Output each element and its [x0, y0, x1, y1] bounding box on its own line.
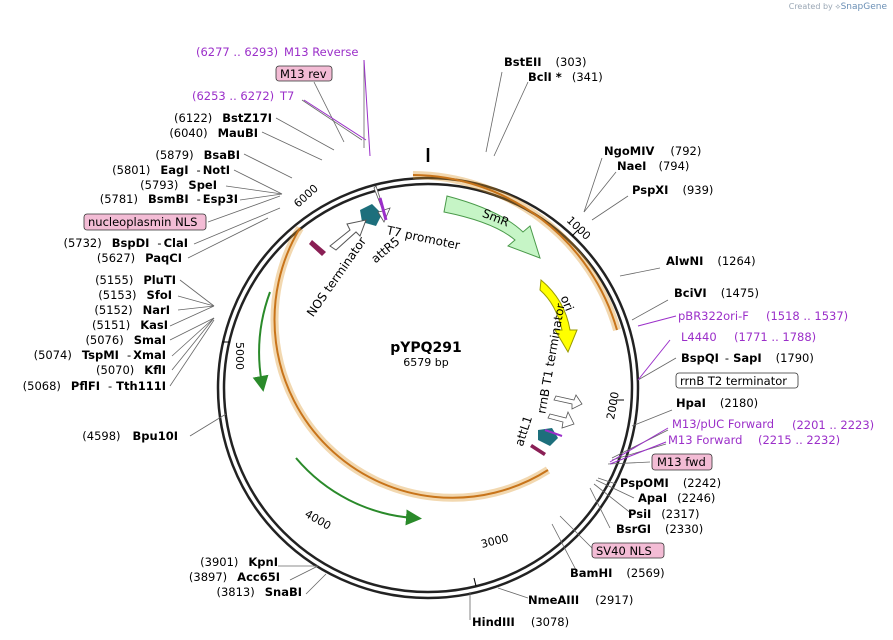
site-kasi: (5151)KasI: [92, 318, 168, 332]
site-psii: PsiI(2317): [628, 507, 700, 521]
orf-arc-bottom-line: [273, 227, 549, 499]
site-naei: NaeI(794): [617, 159, 689, 173]
site-pluti: (5155)PluTI: [95, 273, 176, 287]
site-nmeaiii: NmeAIII(2917): [528, 593, 633, 607]
nos-terminator-arrow: [329, 219, 367, 251]
site-kpni: (3901)KpnI: [200, 555, 278, 569]
credit-prefix: Created by: [788, 2, 833, 11]
nls-marker-right: [530, 444, 546, 456]
ori-label: ori: [558, 293, 577, 313]
primer-m13forward-name: M13 Forward: [668, 433, 742, 447]
site-bsteii: BstEII(303): [504, 55, 586, 69]
site-spei: (5793)SpeI: [140, 178, 217, 192]
tick-2000: 2000: [604, 391, 622, 421]
primer-t7-range: (6253 .. 6272): [192, 89, 274, 103]
ori-arrow: [539, 279, 578, 354]
site-nari: (5152)NarI: [94, 303, 170, 317]
site-pflfi-tth111i: (5068)PflFI-Tth111I: [23, 379, 166, 393]
site-bamhi: BamHI(2569): [570, 566, 665, 580]
tick-4000: 4000: [303, 507, 334, 532]
site-kfli: (5070)KflI: [96, 363, 166, 377]
primer-m13-reverse-range: (6277 .. 6293): [196, 45, 278, 59]
sv40-nls-box: [591, 542, 665, 559]
backbone-inner: [222, 182, 634, 594]
sv40-nls-label: SV40 NLS: [596, 544, 652, 558]
leader-lines: [169, 60, 798, 620]
site-smai: (5076)SmaI: [85, 333, 166, 347]
primer-t7-name: T7: [279, 89, 294, 103]
site-bstz17i: (6122)BstZ17I: [174, 111, 272, 125]
terminator-arrow-2: [547, 410, 575, 429]
site-bsmbi-esp3i: (5781)BsmBI-Esp3I: [100, 192, 238, 206]
nucleoplasmin-nls-box: [83, 213, 207, 231]
site-sfoi: (5153)SfoI: [98, 288, 172, 302]
purple-mark-top: [378, 197, 388, 221]
site-maubi: (6040)MauBI: [169, 126, 258, 140]
backbone-outer: [216, 176, 640, 600]
orf-arc-top: [412, 171, 621, 332]
green-arc-bottom: [295, 457, 422, 526]
site-hpai: HpaI(2180): [676, 396, 758, 410]
m13-rev-label: M13 rev: [280, 67, 327, 81]
site-bcli: BclI *(341): [528, 70, 603, 84]
site-hindiii: HindIII(3078): [472, 615, 569, 629]
site-ngomiv: NgoMIV(792): [604, 144, 701, 158]
primer-leaders: [303, 59, 677, 465]
plasmid-name: pYPQ291: [390, 340, 462, 356]
terminator-arrow-1: [553, 394, 583, 410]
primer-m13puc-name: M13/pUC Forward: [672, 417, 774, 431]
site-pspxi: PspXI(939): [632, 183, 713, 197]
attl1-label: attL1: [512, 414, 535, 448]
credit-brand: SnapGene: [840, 2, 887, 12]
site-bsabi: (5879)BsaBI: [155, 148, 240, 162]
primer-l4440-name: L4440: [681, 330, 717, 344]
primer-m13puc-range: (2201 .. 2223): [792, 418, 874, 432]
tick-mark-3000: [473, 577, 477, 587]
tick-mark-1000: [571, 229, 579, 237]
tick-5000: 5000: [233, 342, 246, 370]
green-arc-left: [252, 291, 271, 392]
m13-fwd-box: [651, 453, 713, 471]
site-acc65i: (3897)Acc65I: [189, 570, 280, 584]
nls-marker-left: [309, 240, 326, 256]
primer-l4440-range: (1771 .. 1788): [734, 330, 816, 344]
site-bpu10i: (4598)Bpu10I: [82, 429, 178, 443]
m13-fwd-label: M13 fwd: [657, 455, 706, 469]
site-apai: ApaI(2246): [638, 491, 715, 505]
snapgene-logo-icon: ⟡: [835, 2, 841, 11]
site-tspmi-xmai: (5074)TspMI-XmaI: [34, 348, 166, 362]
m13-rev-box: [275, 65, 333, 82]
site-paqci: (5627)PaqCI: [97, 251, 182, 265]
rrnb-t2-box: [675, 372, 799, 389]
snapgene-credit: Created by ⟡SnapGene: [789, 2, 887, 12]
primer-m13forward-range: (2215 .. 2232): [758, 433, 840, 447]
primer-pbr322-range: (1518 .. 1537): [766, 309, 848, 323]
orf-arc-top-line: [412, 174, 618, 331]
site-snabi: (3813)SnaBI: [216, 585, 302, 599]
smr-arrow: [443, 195, 541, 259]
nucleoplasmin-nls-label: nucleoplasmin NLS: [88, 215, 197, 229]
site-bspdi-clai: (5732)BspDI-ClaI: [64, 236, 189, 250]
tick-3000: 3000: [480, 532, 510, 551]
site-bspqi-sapi: BspQI-SapI(1790): [681, 351, 814, 365]
plasmid-length: 6579 bp: [403, 356, 448, 369]
tick-6000: 6000: [291, 182, 321, 210]
site-bcivi: BciVI(1475): [674, 286, 759, 300]
primer-pbr322-name: pBR322ori-F: [678, 309, 749, 323]
site-alwni: AlwNI(1264): [666, 254, 756, 268]
site-eagi-noti: (5801)EagI-NotI: [112, 163, 230, 177]
purple-mark-right: [544, 429, 563, 437]
rrnb-t2-label: rrnB T2 terminator: [680, 374, 787, 388]
site-pspomi: PspOMI(2242): [620, 476, 721, 490]
primer-m13-reverse-name: M13 Reverse: [284, 45, 358, 59]
site-bsrgi: BsrGI(2330): [616, 522, 703, 536]
